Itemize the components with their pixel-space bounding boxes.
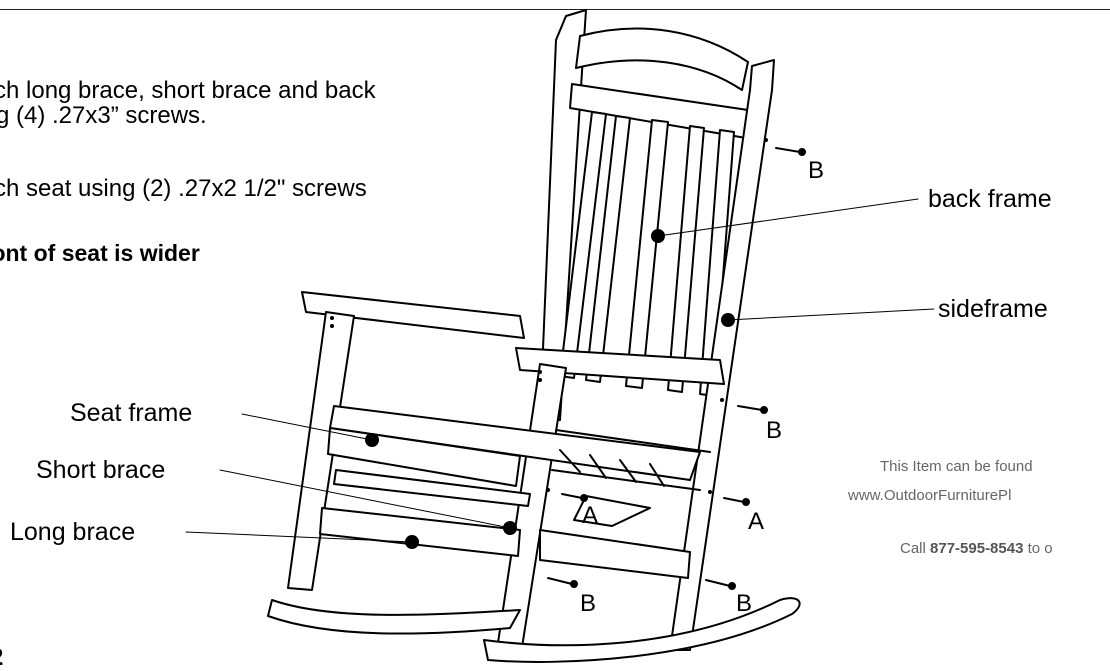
seat-slat-ends	[559, 449, 665, 487]
back-slat-3	[625, 119, 669, 389]
label-sideframe: sideframe	[938, 295, 1048, 323]
next-step-heading: 2	[0, 645, 3, 671]
armrest-left	[301, 291, 525, 339]
back-slat-2	[585, 115, 631, 383]
screw-letter-a-right: A	[748, 508, 765, 535]
note-front-of-seat: e: front of seat is wider	[0, 240, 200, 266]
screw-letter-b-bottom-right: B	[736, 590, 753, 617]
side-rails	[551, 429, 711, 491]
seat-surface	[329, 405, 701, 481]
label-short-brace: Short brace	[36, 456, 166, 484]
short-brace	[333, 469, 531, 507]
floor-bracket	[573, 495, 651, 527]
back-slat-4	[667, 125, 705, 393]
instruction-line-2: g (4) .27x3” screws.	[0, 102, 207, 129]
long-brace	[319, 507, 521, 557]
watermark-line-2: www.OutdoorFurniturePl	[848, 487, 1012, 504]
watermark-line-3: Call 877-595-8543 to o	[900, 540, 1053, 557]
rear-post-left	[539, 9, 587, 421]
screw-letter-b-mid: B	[766, 417, 783, 444]
back-slat-1	[559, 111, 607, 379]
rocker-left	[267, 599, 521, 635]
watermark-phone: 877-595-8543	[930, 540, 1024, 557]
watermark-line-1: This Item can be found	[880, 458, 1033, 475]
rocker-right	[483, 597, 801, 663]
armrest-right	[515, 347, 725, 385]
screw-letter-b-bottom-left: B	[580, 590, 597, 617]
rear-post-right	[669, 59, 775, 651]
label-seat-frame: Seat frame	[70, 399, 193, 427]
watermark-tail: to o	[1027, 540, 1053, 557]
front-leg-left	[287, 311, 355, 591]
label-back-frame: back frame	[928, 185, 1052, 213]
instruction-line-1: ch long brace, short brace and back	[0, 77, 376, 104]
screw-letter-b-top: B	[808, 157, 825, 184]
page-top-rule	[0, 9, 1110, 10]
screw-letter-a-left: A	[582, 502, 599, 529]
instruction-line-3: ch seat using (2) .27x2 1/2" screws	[0, 175, 367, 202]
top-rail	[575, 27, 749, 91]
watermark-call: Call	[900, 540, 926, 557]
label-long-brace: Long brace	[10, 518, 136, 546]
long-brace-right	[539, 529, 691, 579]
